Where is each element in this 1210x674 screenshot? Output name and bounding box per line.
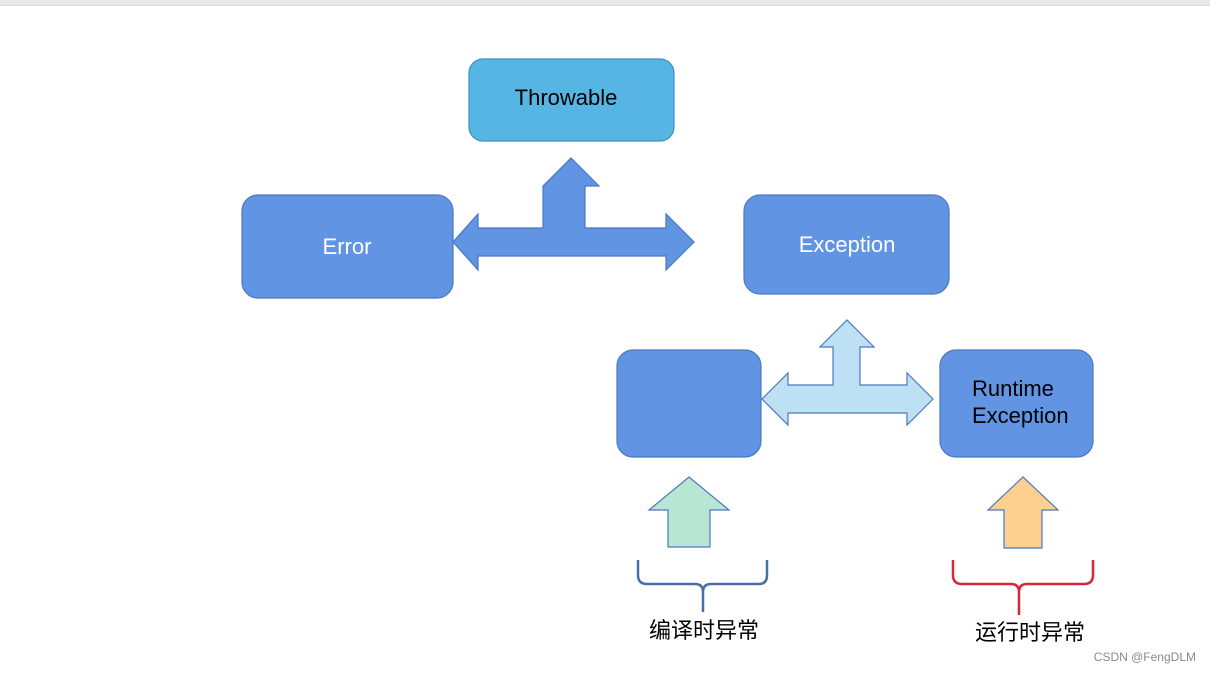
- exception-box: [743, 194, 950, 295]
- compile-time-up-arrow: [647, 476, 731, 548]
- error-box: [241, 194, 454, 299]
- runtime-exception-label-line1: Runtime: [972, 376, 1054, 401]
- error-exception-throwable-arrow: [452, 157, 695, 272]
- compile-time-exception-label: 编译时异常: [649, 619, 759, 644]
- runtime-exception-node: Runtime Exception: [939, 349, 1094, 458]
- exception-label: Exception: [799, 232, 896, 257]
- runtime-up-arrow: [986, 476, 1060, 549]
- window-top-bar: [0, 0, 1210, 6]
- compile-time-bracket: [636, 560, 769, 612]
- error-node: Error: [241, 194, 454, 299]
- throwable-label: Throwable: [515, 85, 618, 110]
- error-label: Error: [323, 234, 372, 259]
- csdn-watermark: CSDN @FengDLM: [1093, 650, 1196, 664]
- runtime-bracket: [951, 560, 1095, 615]
- checked-exception-node: [616, 349, 762, 458]
- runtime-exception-cn-label: 运行时异常: [975, 621, 1085, 646]
- throwable-box: [468, 58, 675, 142]
- runtime-exception-label-line2: Exception: [972, 403, 1069, 428]
- checked-exception-box: [616, 349, 762, 458]
- throwable-node: Throwable: [468, 58, 675, 142]
- checked-runtime-exception-arrow: [761, 319, 934, 427]
- runtime-exception-box: [939, 349, 1094, 458]
- exception-node: Exception: [743, 194, 950, 295]
